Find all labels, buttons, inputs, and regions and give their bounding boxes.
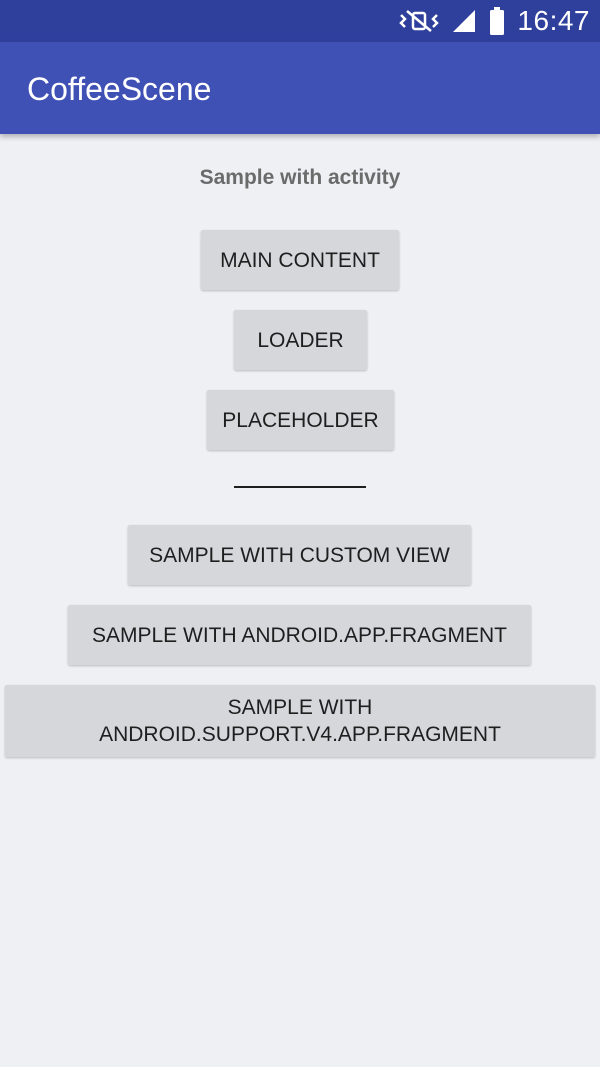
app-bar: CoffeeScene <box>0 42 600 134</box>
status-bar: 16:47 <box>0 0 600 42</box>
section-title: Sample with activity <box>199 166 401 189</box>
sample-app-fragment-button[interactable]: SAMPLE WITH ANDROID.APP.FRAGMENT <box>68 605 531 665</box>
battery-icon <box>489 7 505 35</box>
sample-custom-view-button[interactable]: SAMPLE WITH CUSTOM VIEW <box>128 525 471 585</box>
loader-button[interactable]: LOADER <box>234 310 367 370</box>
signal-icon <box>451 8 477 34</box>
sample-support-fragment-button[interactable]: SAMPLE WITH ANDROID.SUPPORT.V4.APP.FRAGM… <box>5 685 595 757</box>
placeholder-button[interactable]: PLACEHOLDER <box>207 390 394 450</box>
main-content-button[interactable]: MAIN CONTENT <box>201 230 399 290</box>
divider <box>234 486 366 488</box>
vibrate-mute-icon <box>399 9 440 33</box>
status-time: 16:47 <box>517 5 590 36</box>
main-content: Sample with activity MAIN CONTENT LOADER… <box>0 134 600 1067</box>
status-icons: 16:47 <box>399 6 590 36</box>
app-title: CoffeeScene <box>27 71 212 107</box>
